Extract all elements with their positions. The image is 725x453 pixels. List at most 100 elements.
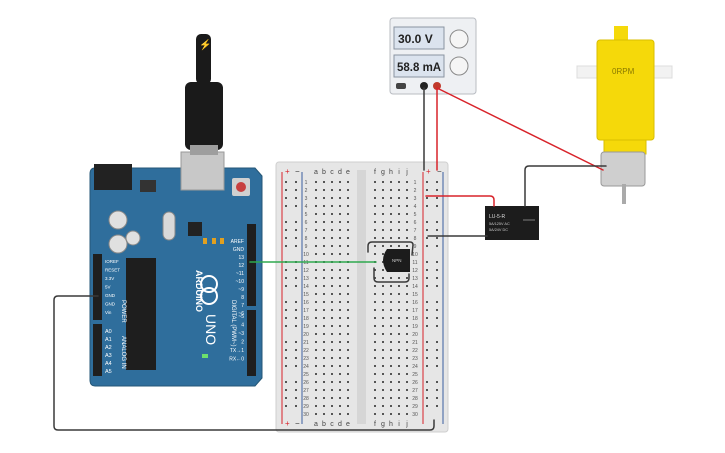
row-number-right: 9 bbox=[414, 244, 417, 250]
column-letter: d bbox=[338, 421, 342, 428]
digital-pin-label: ~5 bbox=[238, 314, 244, 320]
digital-pin-label: ~6 bbox=[238, 311, 244, 317]
row-number-left: 10 bbox=[303, 252, 309, 258]
row-number-right: 1 bbox=[414, 180, 417, 186]
rail-plus-label: + bbox=[285, 167, 290, 176]
current-readout: 58.8 mA bbox=[397, 62, 441, 74]
dc-jack[interactable] bbox=[94, 164, 132, 190]
psu-terminal-positive[interactable] bbox=[433, 82, 441, 90]
row-number-left: 5 bbox=[305, 212, 308, 218]
relay-label-2: 5A/125V AC bbox=[489, 222, 510, 226]
rail-plus-label-right: + bbox=[426, 167, 431, 176]
row-number-right: 16 bbox=[412, 300, 418, 306]
rail-minus-label-bottom: − bbox=[295, 419, 300, 428]
row-number-right: 2 bbox=[414, 188, 417, 194]
wire-relay-coil-positive[interactable] bbox=[425, 195, 495, 207]
row-number-left: 16 bbox=[303, 300, 309, 306]
row-number-right: 17 bbox=[412, 308, 418, 314]
wire-arduino-gnd[interactable] bbox=[53, 295, 435, 431]
current-display bbox=[393, 54, 445, 78]
row-number-right: 21 bbox=[412, 340, 418, 346]
column-letter: g bbox=[381, 169, 385, 176]
digital-pin-label: TX→1 bbox=[230, 348, 244, 354]
row-number-left: 25 bbox=[303, 372, 309, 378]
analog-pin-label: A5 bbox=[105, 369, 112, 375]
breadboard-holes bbox=[285, 181, 438, 415]
row-number-left: 14 bbox=[303, 284, 309, 290]
usb-port[interactable] bbox=[180, 151, 225, 191]
column-letter: j bbox=[405, 421, 408, 428]
row-number-right: 20 bbox=[412, 332, 418, 338]
column-letter: j bbox=[405, 169, 408, 176]
wire-transistor-emitter[interactable] bbox=[373, 267, 410, 283]
column-letter: h bbox=[389, 169, 393, 176]
column-letter: f bbox=[374, 421, 376, 428]
reset-button[interactable] bbox=[236, 182, 246, 192]
analog-pin-label: A3 bbox=[105, 353, 112, 359]
power-label: POWER bbox=[120, 300, 126, 323]
arduino-logo bbox=[200, 275, 218, 305]
power-pin-label: Vin bbox=[105, 310, 112, 315]
dc-motor[interactable]: 0RPM bbox=[576, 26, 673, 204]
npn-transistor[interactable]: NPN bbox=[383, 249, 410, 272]
row-number-left: 30 bbox=[303, 412, 309, 418]
column-letter: h bbox=[389, 421, 393, 428]
power-supply[interactable]: 30.0 V 58.8 mA bbox=[389, 17, 477, 95]
row-number-right: 6 bbox=[414, 220, 417, 226]
row-number-right: 12 bbox=[412, 268, 418, 274]
row-number-left: 24 bbox=[303, 364, 309, 370]
power-switch[interactable] bbox=[396, 83, 406, 89]
analog-pin-label: A1 bbox=[105, 337, 112, 343]
voltage-knob[interactable] bbox=[449, 29, 469, 49]
wire-transistor-collector[interactable] bbox=[367, 241, 414, 256]
digital-pin-label: 2 bbox=[241, 340, 244, 346]
row-number-right: 15 bbox=[412, 292, 418, 298]
relay-label-1: LU-5-R bbox=[489, 214, 506, 220]
current-knob[interactable] bbox=[449, 56, 469, 76]
analog-pin-label: A2 bbox=[105, 345, 112, 351]
wires[interactable] bbox=[53, 87, 607, 431]
wire-relay-motor[interactable] bbox=[524, 165, 607, 207]
digital-pin-label: ~10 bbox=[236, 279, 245, 285]
row-number-right: 25 bbox=[412, 372, 418, 378]
column-letter: d bbox=[338, 169, 342, 176]
column-letter: g bbox=[381, 421, 385, 428]
psu-terminal-negative[interactable] bbox=[420, 82, 428, 90]
power-pin-label: GND bbox=[105, 302, 116, 307]
row-number-left: 23 bbox=[303, 356, 309, 362]
analog-header[interactable] bbox=[93, 324, 102, 376]
column-letter: c bbox=[330, 421, 334, 428]
row-number-left: 6 bbox=[305, 220, 308, 226]
row-number-right: 19 bbox=[412, 324, 418, 330]
motor-rpm-label: 0RPM bbox=[612, 67, 635, 76]
column-letter: f bbox=[374, 169, 376, 176]
digital-header-low[interactable] bbox=[247, 310, 256, 376]
row-number-left: 29 bbox=[303, 404, 309, 410]
voltage-display bbox=[393, 26, 445, 50]
relay[interactable]: LU-5-R 5A/125V AC 5A/24V DC bbox=[485, 206, 539, 240]
column-letter: b bbox=[322, 169, 326, 176]
row-number-left: 20 bbox=[303, 332, 309, 338]
power-pin-label: 3.3V bbox=[105, 276, 114, 281]
column-letter: c bbox=[330, 169, 334, 176]
column-letter: i bbox=[398, 169, 400, 176]
row-number-right: 14 bbox=[412, 284, 418, 290]
row-number-right: 28 bbox=[412, 396, 418, 402]
row-number-left: 18 bbox=[303, 316, 309, 322]
row-number-right: 26 bbox=[412, 380, 418, 386]
digital-header-high[interactable] bbox=[247, 224, 256, 306]
row-number-right: 7 bbox=[414, 228, 417, 234]
power-header[interactable] bbox=[93, 254, 102, 320]
row-number-right: 13 bbox=[412, 276, 418, 282]
analog-pin-label: A4 bbox=[105, 361, 112, 367]
wire-motor-positive[interactable] bbox=[436, 87, 604, 171]
rail-minus-label-right: − bbox=[437, 167, 442, 176]
usb-cable[interactable]: ⚡ bbox=[185, 34, 223, 155]
row-number-left: 9 bbox=[305, 244, 308, 250]
digital-pin-label: ~9 bbox=[238, 287, 244, 293]
